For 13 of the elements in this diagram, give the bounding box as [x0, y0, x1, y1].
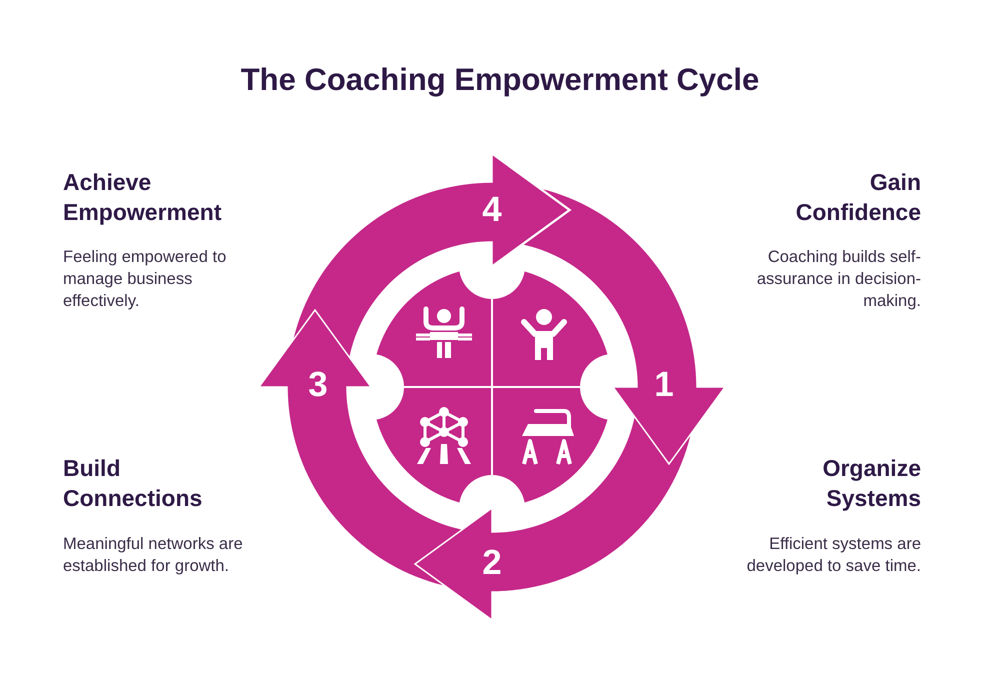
step-description: Meaningful networks are established for growth. — [63, 534, 243, 577]
step-number: 3 — [307, 365, 329, 405]
step-number: 4 — [481, 190, 503, 230]
step-heading: Build Connections — [63, 454, 204, 513]
step-description: Efficient systems are developed to save time. — [746, 534, 921, 577]
step-heading: Achieve Empowerment — [63, 168, 222, 227]
step-heading: Organize Systems — [822, 454, 921, 513]
step-description: Feeling empowered to manage business effectively. — [63, 247, 228, 312]
step-number: 1 — [653, 365, 675, 405]
step-heading: Gain Confidence — [794, 168, 921, 227]
step-description: Coaching builds self-assurance in decision-making. — [756, 247, 921, 312]
title: The Coaching Empowerment Cycle — [240, 62, 760, 98]
step-number: 2 — [481, 543, 503, 583]
